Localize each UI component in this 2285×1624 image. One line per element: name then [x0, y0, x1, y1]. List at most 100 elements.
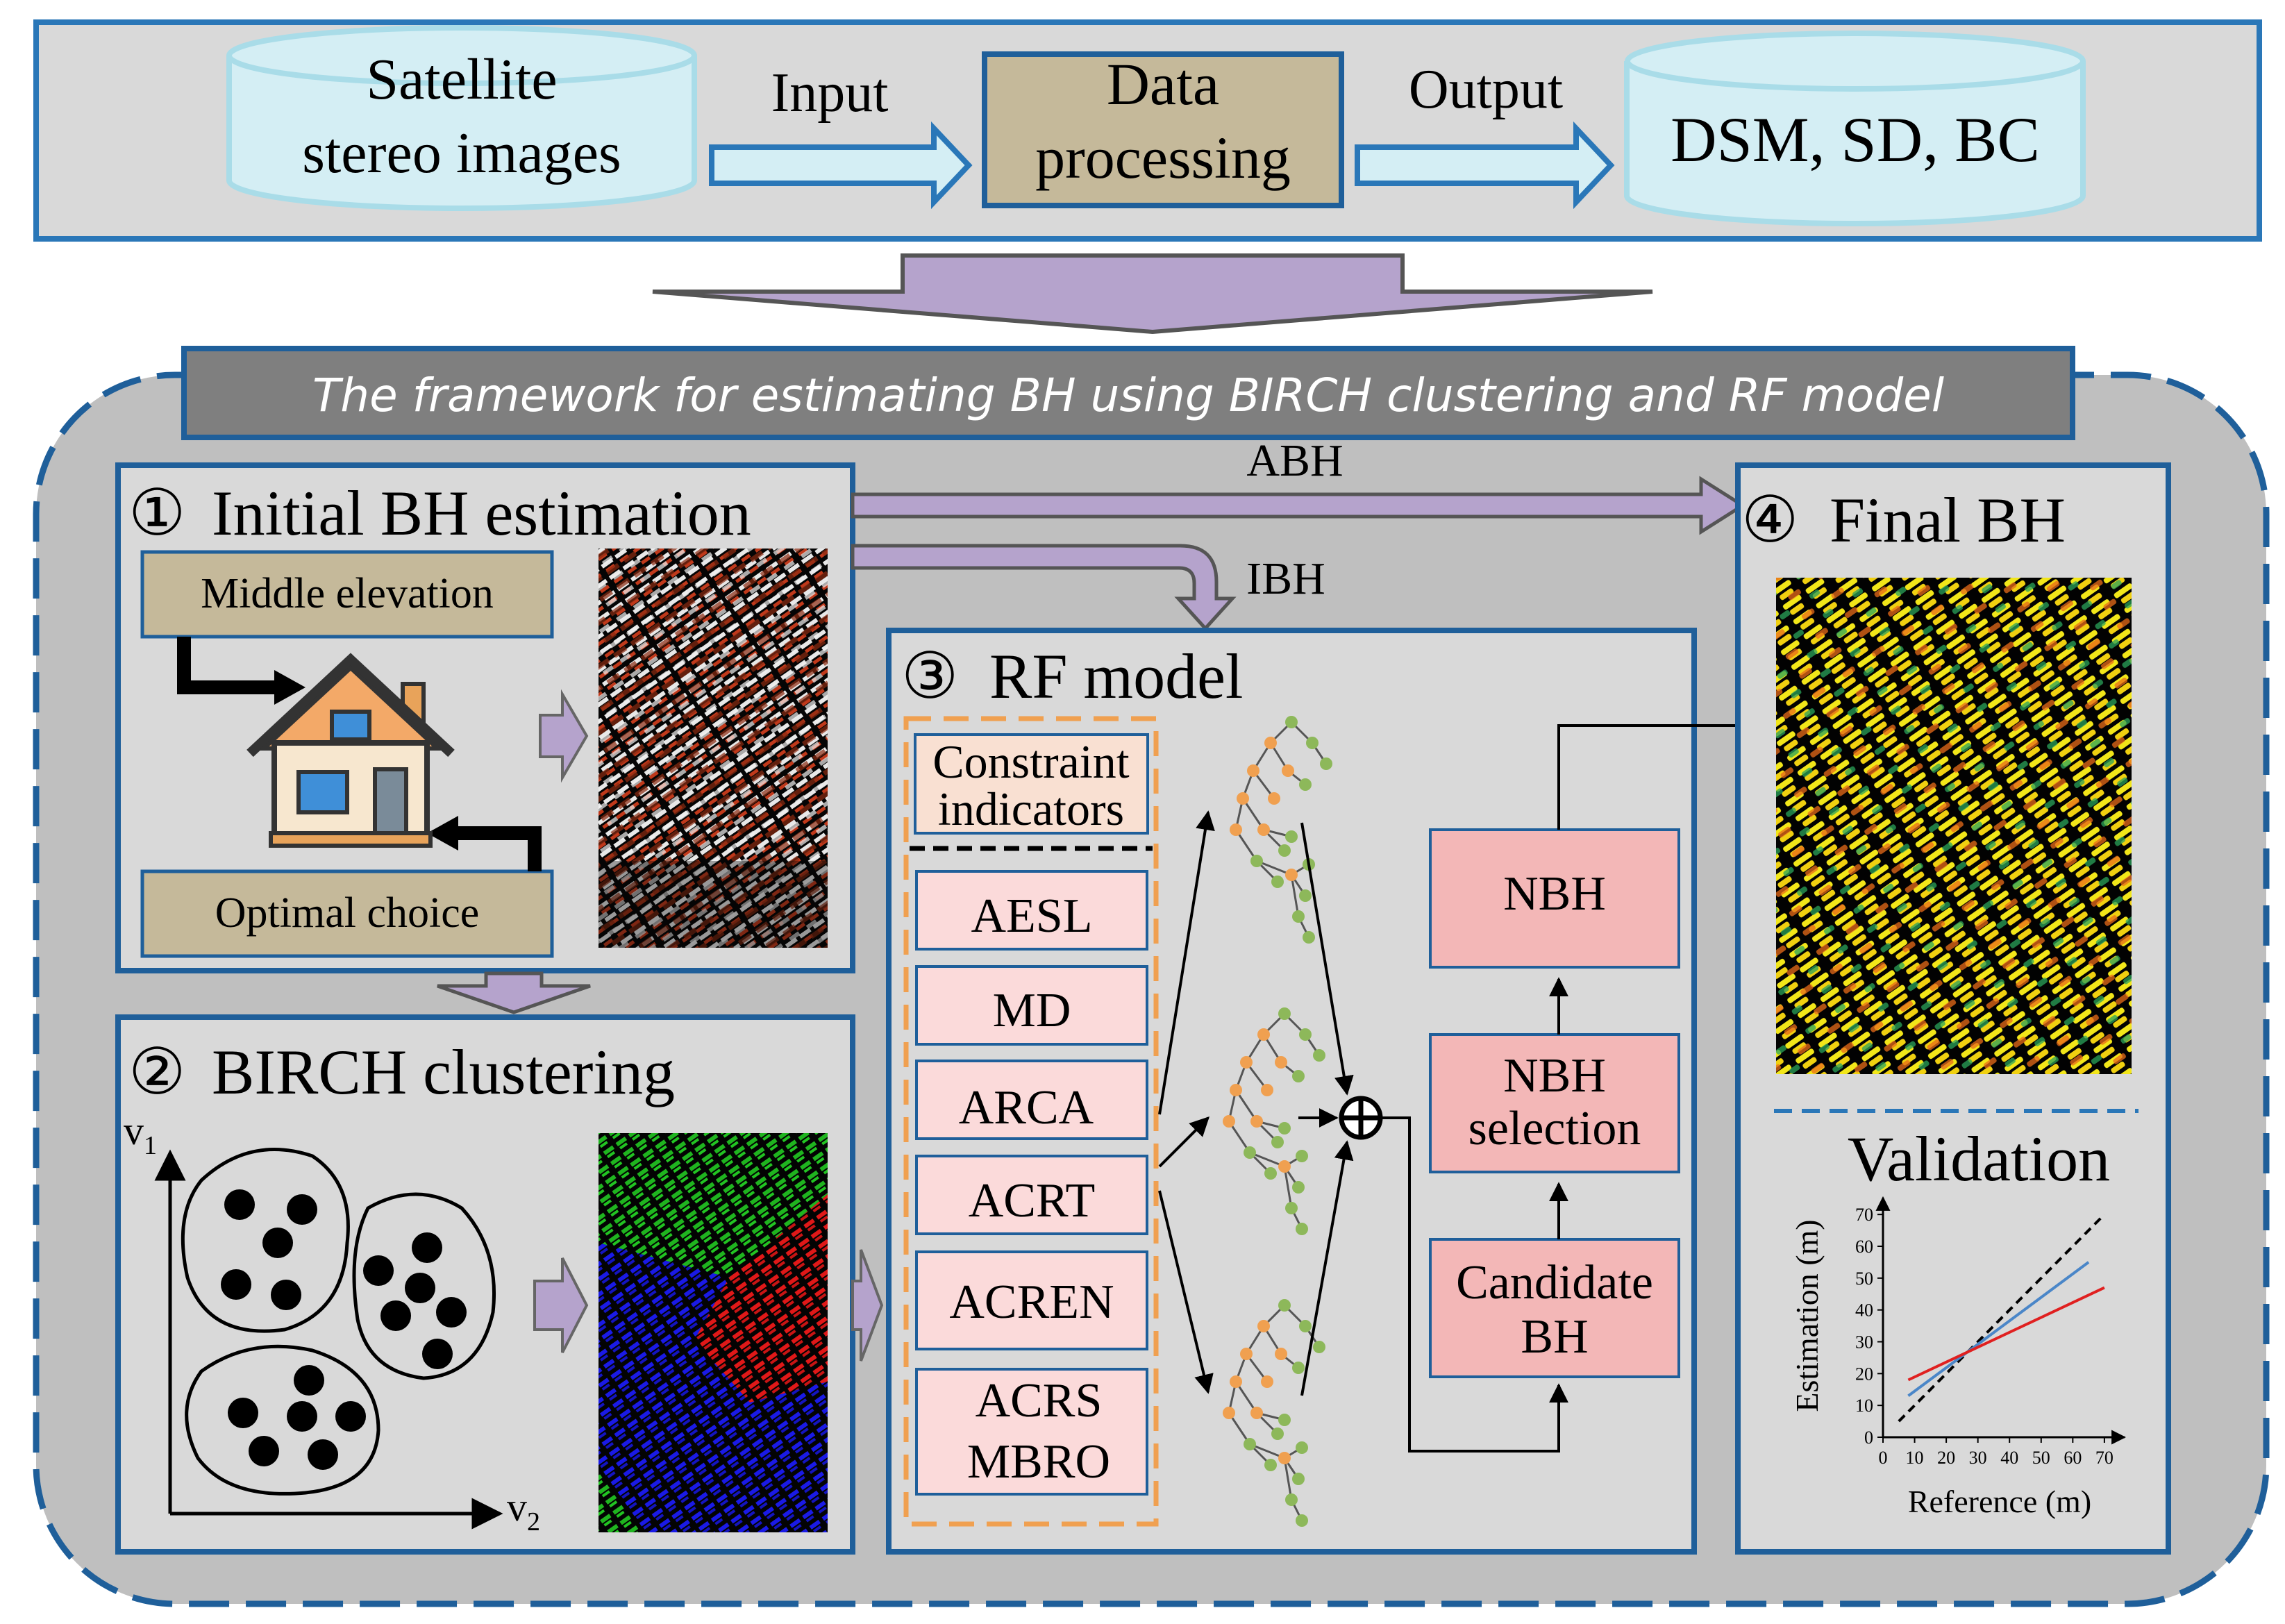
output-arrow: Output	[1355, 59, 1615, 210]
y-tick-label: 50	[1855, 1269, 1873, 1289]
chart-series-line-2	[1907, 1261, 2090, 1398]
house-icon	[246, 653, 455, 848]
nbh-selection-box: NBH selection	[1429, 1033, 1680, 1173]
validation-title: Validation	[1848, 1123, 2110, 1194]
indicator-acrt: ACRT	[915, 1155, 1148, 1235]
nbh-to-final-arrow	[1557, 716, 1780, 830]
indicator-mbro-label: MBRO	[967, 1435, 1110, 1489]
indicator-group-border	[903, 716, 1159, 1527]
axis-v2-subscript: 2	[527, 1507, 540, 1537]
axis-v2-label: v	[507, 1484, 527, 1530]
framework-title: The framework for estimating BH using BI…	[312, 369, 1945, 422]
processing-label-line2: processing	[1035, 124, 1291, 191]
aggregation-icon	[1339, 1096, 1383, 1140]
constraint-label-line2: indicators	[938, 782, 1124, 835]
indicator-acrt-label: ACRT	[969, 1174, 1096, 1228]
top-pipeline: Satellite stereo images Input Data proce…	[33, 19, 2262, 242]
satellite-label-line2: stereo images	[302, 121, 621, 185]
products-label: DSM, SD, BC	[1671, 104, 2040, 175]
y-tick-label: 40	[1855, 1300, 1873, 1321]
decision-tree-1	[1230, 716, 1332, 944]
nbh-label: NBH	[1503, 867, 1606, 921]
indicators-to-tree2-arrow	[1158, 1116, 1210, 1168]
choice-to-house-arrow	[455, 826, 542, 871]
y-tick-label: 0	[1864, 1428, 1873, 1448]
indicator-aesl-label: AESL	[971, 889, 1093, 943]
x-tick-label: 10	[1906, 1448, 1924, 1468]
panel1-number: ①	[128, 478, 185, 549]
selection-label-line1: NBH	[1503, 1049, 1606, 1103]
optimal-choice-box	[140, 869, 554, 958]
x-tick-label: 40	[2000, 1448, 2018, 1468]
abh-label: ABH	[1246, 435, 1343, 486]
ibh-arrow: IBH	[851, 544, 1325, 631]
x-tick-label: 20	[1937, 1448, 1955, 1468]
candidate-bh-box: Candidate BH	[1429, 1238, 1680, 1378]
initial-bh-map	[599, 549, 828, 948]
x-tick-label: 70	[2095, 1448, 2114, 1468]
input-label: Input	[771, 62, 889, 124]
panel1-inner-arrow	[539, 689, 589, 783]
indicators-to-tree3-arrow	[1158, 1190, 1214, 1394]
chart-series-line-1	[1898, 1213, 2106, 1423]
decision-tree-3	[1223, 1299, 1325, 1527]
candidate-label-line1: Candidate	[1456, 1256, 1653, 1309]
candidate-label-line2: BH	[1521, 1310, 1588, 1364]
x-tick-label: 50	[2032, 1448, 2050, 1468]
cluster-1	[181, 1148, 350, 1333]
selection-label-line2: selection	[1468, 1102, 1641, 1155]
satellite-images-cylinder: Satellite stereo images	[226, 25, 697, 211]
indicator-acrs-mbro: ACRS MBRO	[915, 1368, 1148, 1496]
optimal-choice-label: Optimal choice	[215, 889, 479, 937]
main-down-arrow	[652, 253, 1653, 335]
indicator-aesl: AESL	[915, 870, 1148, 951]
panel4-number: ④	[1741, 485, 1798, 555]
processing-label-line1: Data	[1107, 51, 1219, 117]
products-cylinder: DSM, SD, BC	[1624, 31, 2086, 227]
tree3-to-sum-arrow	[1300, 1140, 1354, 1396]
abh-arrow: ABH	[851, 435, 1746, 535]
chart-ylabel: Estimation (m)	[1789, 1219, 1825, 1412]
panel2-title: BIRCH clustering	[212, 1037, 675, 1107]
panel1-to-panel2-arrow	[437, 971, 591, 1014]
indicator-acrs-label: ACRS	[976, 1374, 1103, 1428]
elevation-to-house-arrow	[177, 637, 278, 694]
decision-tree-2	[1223, 1007, 1325, 1235]
indicator-md-label: MD	[993, 984, 1071, 1037]
indicators-to-tree1-arrow	[1158, 810, 1215, 1115]
middle-elevation-box	[140, 550, 554, 639]
output-label: Output	[1409, 59, 1563, 120]
panel3-title: RF model	[989, 641, 1243, 712]
satellite-label-line1: Satellite	[366, 47, 557, 112]
indicator-acren: ACREN	[915, 1250, 1148, 1350]
indicator-md: MD	[915, 965, 1148, 1046]
middle-elevation-label: Middle elevation	[201, 570, 494, 617]
indicator-arca: ARCA	[915, 1060, 1148, 1140]
panel-rf-model: ③ RF model Constraint indicators AESL MD…	[886, 628, 1697, 1555]
axis-v1-subscript: 1	[144, 1131, 157, 1160]
y-tick-label: 20	[1855, 1364, 1873, 1384]
x-tick-label: 30	[1969, 1448, 1987, 1468]
indicator-arca-label: ARCA	[959, 1081, 1094, 1135]
svg-text:v1: v1	[124, 1108, 157, 1160]
axis-v1-label: v	[124, 1108, 144, 1153]
data-processing-box: Data processing	[982, 51, 1344, 208]
input-arrow: Input	[709, 62, 973, 210]
y-tick-label: 10	[1855, 1396, 1873, 1416]
x-tick-label: 0	[1879, 1448, 1888, 1468]
cluster-2	[352, 1192, 496, 1380]
y-tick-label: 30	[1855, 1332, 1873, 1353]
y-tick-label: 60	[1855, 1237, 1873, 1257]
y-tick-label: 70	[1855, 1205, 1873, 1225]
ibh-label: IBH	[1246, 553, 1325, 604]
framework-title-bar: The framework for estimating BH using BI…	[181, 346, 2075, 440]
panel-initial-bh: ① Initial BH estimation Middle elevation…	[115, 462, 855, 973]
chart-series-line-3	[1907, 1286, 2105, 1382]
panel2-inner-arrow	[533, 1257, 589, 1353]
constraint-indicators-box	[914, 733, 1149, 835]
tree1-to-sum-arrow	[1300, 822, 1354, 1096]
panel1-title: Initial BH estimation	[212, 478, 751, 549]
